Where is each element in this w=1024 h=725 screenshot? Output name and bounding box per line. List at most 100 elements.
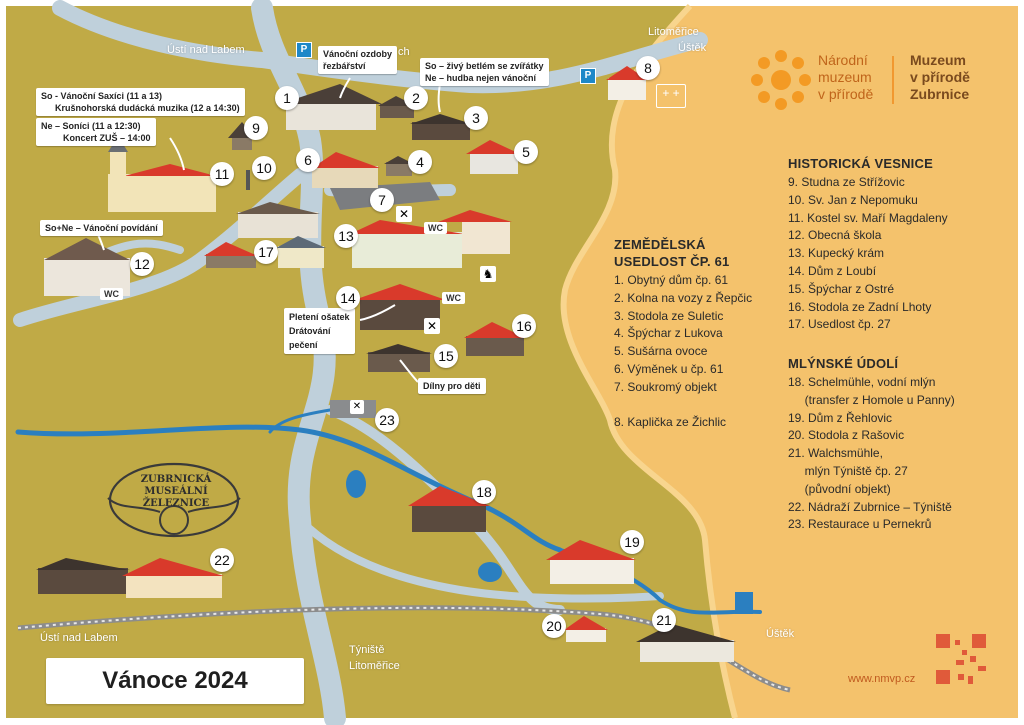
- callout-sonici-line-2: Koncert ZUŠ – 14:00: [63, 133, 151, 143]
- place-litomerice-top: Litoměřice: [648, 26, 699, 38]
- legend-item: 6. Výměnek u čp. 61: [614, 361, 724, 376]
- place-ustek-top: Úštěk: [678, 42, 707, 54]
- building-19: [546, 540, 636, 584]
- pin-22[interactable]: 22: [210, 548, 234, 572]
- railway-logo-line-1: ZUBRNICKÁ MUSEÁLNÍ: [140, 474, 212, 497]
- legend-item: (transfer z Homole u Panny): [788, 392, 955, 407]
- place-tyniste: Týniště: [349, 644, 385, 656]
- logo-left-line-2: muzeum: [818, 69, 872, 85]
- logo-right-line-1: Muzeum: [910, 52, 966, 68]
- legend-item: 16. Stodola ze Zadní Lhoty: [788, 299, 932, 314]
- legend-item: 7. Soukromý objekt: [614, 379, 717, 394]
- restaurant-icon-3: ✕: [350, 400, 364, 414]
- parking-sign: P: [296, 42, 312, 58]
- building-10: [246, 170, 250, 190]
- legend-item: 11. Kostel sv. Maří Magdaleny: [788, 210, 948, 225]
- logo-right-text: Muzeum v přírodě Zubrnice: [910, 52, 970, 103]
- pin-19[interactable]: 19: [620, 530, 644, 554]
- callout-pleteni-line-1: Pletení ošatek: [289, 312, 350, 322]
- building-21: [636, 624, 736, 662]
- restaurant-icon: ✕: [396, 206, 412, 222]
- legend-item: 23. Restaurace u Pernekrů: [788, 517, 932, 532]
- pin-14[interactable]: 14: [336, 286, 360, 310]
- pin-21[interactable]: 21: [652, 608, 676, 632]
- page-title: Vánoce 2024: [102, 667, 248, 694]
- pin-9[interactable]: 9: [244, 116, 268, 140]
- callout-betlem: So – živý betlém se zvířátky Ne – hudba …: [420, 58, 549, 86]
- legend-item: mlýn Týniště čp. 27: [788, 463, 908, 478]
- place-cut-label: ch: [398, 46, 410, 58]
- legend-item: 12. Obecná škola: [788, 228, 882, 243]
- pin-3[interactable]: 3: [464, 106, 488, 130]
- legend-item: 22. Nádraží Zubrnice – Týniště: [788, 499, 952, 514]
- logo-right-line-3: Zubrnice: [910, 86, 970, 102]
- pin-18[interactable]: 18: [472, 480, 496, 504]
- callout-saxici-line-2: Krušnohorská dudácká muzika (12 a 14:30): [55, 103, 240, 113]
- callout-arrows: [94, 77, 441, 383]
- building-4: [384, 156, 414, 176]
- callout-sonici-line-1: Ne – Soníci (11 a 12:30): [41, 121, 141, 131]
- website-link[interactable]: www.nmvp.cz: [848, 673, 916, 685]
- pin-15[interactable]: 15: [434, 344, 458, 368]
- buildings: [36, 66, 736, 662]
- pin-4[interactable]: 4: [408, 150, 432, 174]
- pin-10[interactable]: 10: [252, 156, 276, 180]
- place-usti-bottom: Ústí nad Labem: [40, 632, 118, 644]
- pin-20[interactable]: 20: [542, 614, 566, 638]
- callout-betlem-line-1: So – živý betlém se zvířátky: [425, 61, 544, 71]
- legend-zemedelska-title: ZEMĚDĚLSKÁ USEDLOST ČP. 61: [614, 236, 729, 270]
- horse-icon: ♞: [480, 266, 496, 282]
- callout-pleteni-line-3: pečení: [289, 340, 318, 350]
- legend-item: 1. Obytný dům čp. 61: [614, 273, 729, 287]
- building-1: [280, 84, 382, 130]
- pin-11[interactable]: 11: [210, 162, 234, 186]
- logo-right-line-2: v přírodě: [910, 69, 970, 85]
- pin-16[interactable]: 16: [512, 314, 536, 338]
- building-20: [564, 616, 608, 642]
- legend-item: 14. Dům z Loubí: [788, 263, 877, 278]
- wc-badge: WC: [424, 222, 447, 234]
- callout-ozdoby-line-2: řezbářství: [323, 61, 366, 71]
- pin-6[interactable]: 6: [296, 148, 320, 172]
- legend-item: 4. Špýchar z Lukova: [614, 326, 723, 341]
- legend-item: 18. Schelmühle, vodní mlýn: [788, 375, 936, 389]
- place-litomerice-bottom: Litoměřice: [349, 660, 400, 672]
- legend-item: 13. Kupecký krám: [788, 246, 885, 261]
- building-3: [410, 114, 472, 140]
- logo-left-text: Národní muzeum v přírodě: [818, 52, 873, 103]
- legend-panel: [563, 6, 1018, 718]
- callout-dilny: Dílny pro děti: [418, 378, 486, 394]
- legend-item: 17. Usedlost čp. 27: [788, 317, 891, 332]
- place-usti-top: Ústí nad Labem: [167, 44, 245, 56]
- legend-mlynske-title: MLÝNSKÉ ÚDOLÍ: [788, 356, 899, 371]
- pond-3: [735, 592, 753, 614]
- legend-mlynske-list: 18. Schelmühle, vodní mlýn (transfer z H…: [788, 374, 955, 534]
- pin-23[interactable]: 23: [375, 408, 399, 432]
- pin-2[interactable]: 2: [404, 86, 428, 110]
- pin-1[interactable]: 1: [275, 86, 299, 110]
- legend-item: 15. Špýchar z Ostré: [788, 281, 895, 296]
- place-ustek-bottom: Úštěk: [766, 628, 795, 640]
- pin-13[interactable]: 13: [334, 224, 358, 248]
- building-6: [312, 152, 380, 188]
- legend-zemedelska-list: 1. Obytný dům čp. 61 2. Kolna na vozy z …: [614, 272, 752, 397]
- logo-left-line-1: Národní: [818, 52, 868, 68]
- legend-historicka-list: 9. Studna ze Střížovic 10. Sv. Jan z Nep…: [788, 174, 948, 334]
- wc-badge-2: WC: [442, 292, 465, 304]
- pin-5[interactable]: 5: [514, 140, 538, 164]
- building-17: [204, 202, 326, 268]
- callout-ozdoby: Vánoční ozdoby řezbářství: [318, 46, 398, 74]
- building-15: [366, 344, 432, 372]
- pin-8[interactable]: 8: [636, 56, 660, 80]
- pin-17[interactable]: 17: [254, 240, 278, 264]
- callout-saxici-line-1: So - Vánoční Saxíci (11 a 13): [41, 91, 163, 101]
- sun-flower-icon: [751, 50, 811, 110]
- pin-12[interactable]: 12: [130, 252, 154, 276]
- building-18: [408, 486, 490, 532]
- logo-left-line-3: v přírodě: [818, 86, 874, 102]
- railway-logo-line-2: ŽELEZNICE: [142, 498, 210, 509]
- building-8: [606, 66, 648, 100]
- pin-7[interactable]: 7: [370, 188, 394, 212]
- legend-panel-edge: [560, 3, 738, 719]
